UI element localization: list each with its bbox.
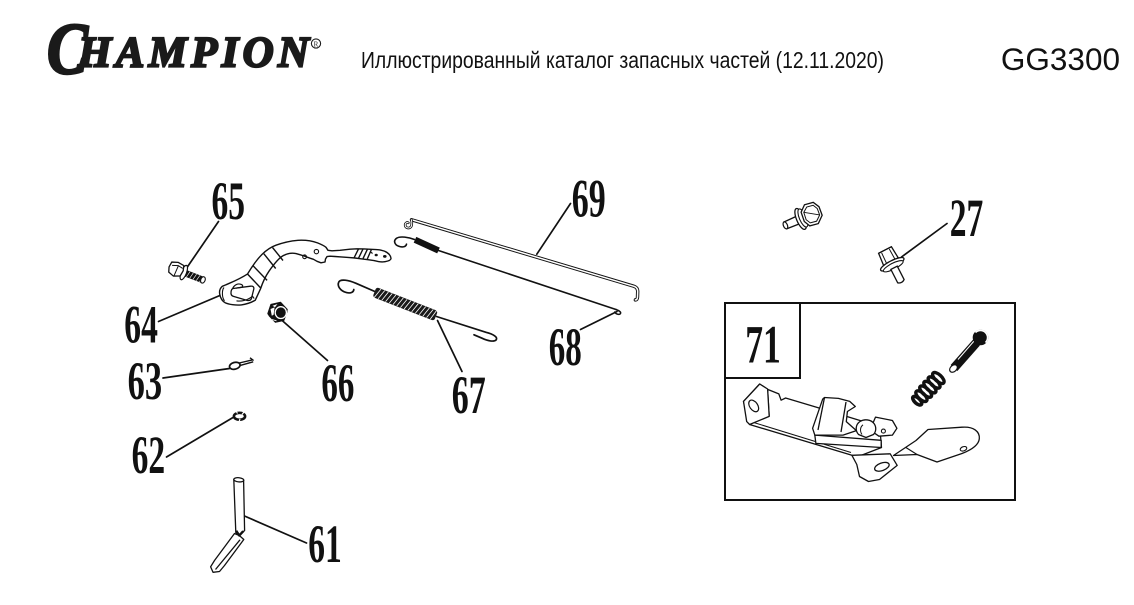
svg-text:61: 61	[308, 514, 342, 574]
svg-text:62: 62	[132, 425, 166, 485]
svg-text:67: 67	[452, 365, 486, 425]
svg-text:R: R	[314, 41, 319, 49]
svg-text:HAMPION: HAMPION	[77, 30, 311, 77]
svg-text:69: 69	[572, 169, 606, 229]
svg-text:63: 63	[128, 351, 163, 411]
svg-text:66: 66	[321, 353, 354, 413]
svg-text:27: 27	[950, 188, 984, 248]
svg-text:Иллюстрированный каталог запас: Иллюстрированный каталог запасных частей…	[361, 47, 884, 73]
svg-text:71: 71	[745, 315, 781, 375]
svg-text:65: 65	[212, 171, 246, 231]
svg-text:64: 64	[124, 295, 158, 355]
svg-text:68: 68	[549, 317, 582, 377]
svg-text:C: C	[47, 9, 89, 90]
svg-text:GG3300: GG3300	[1001, 41, 1120, 77]
